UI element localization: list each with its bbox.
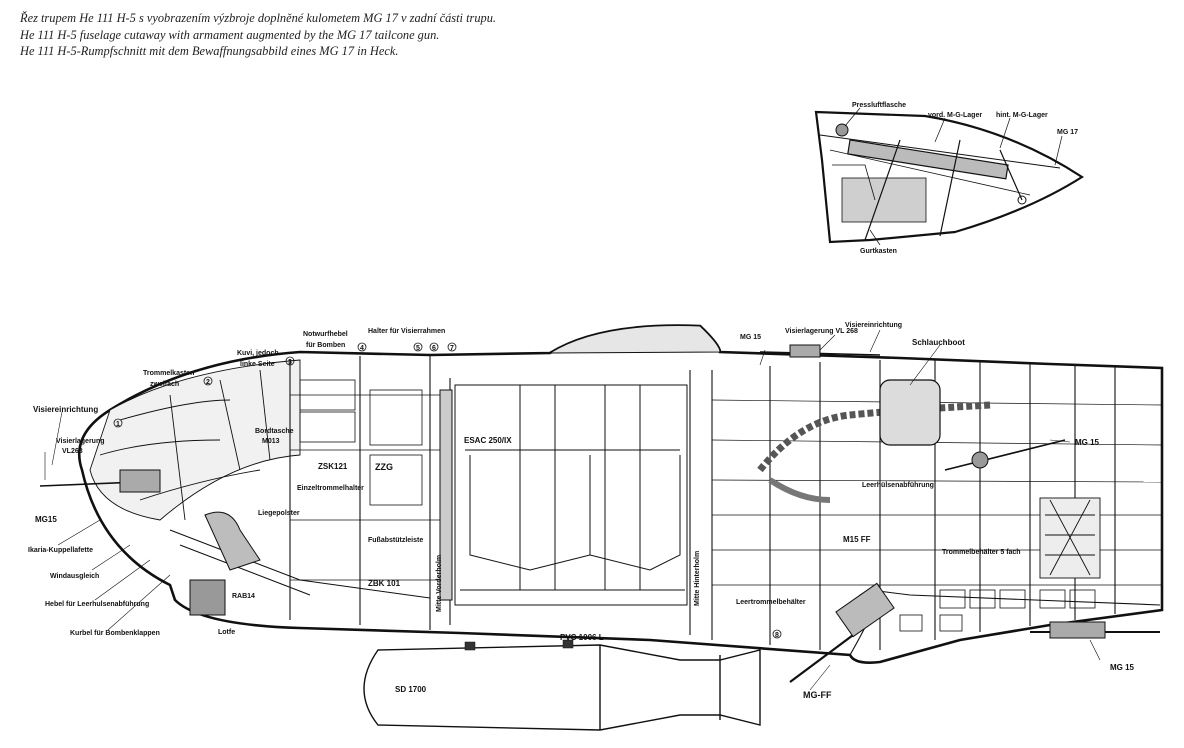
label-ikaria: Ikaria-Kuppellafette xyxy=(28,547,93,554)
label-hebel: Hebel für Leerhulsenabführung xyxy=(45,601,149,608)
label-vord-mg-lager: vord. M-G-Lager xyxy=(928,112,982,119)
fuselage-stringers xyxy=(290,394,1163,586)
label-visiereinrichtung-front: Visiereinrichtung xyxy=(33,405,98,414)
nose-mg15 xyxy=(39,469,161,493)
label-mg15-top: MG 15 xyxy=(740,334,761,341)
dorsal-mg15 xyxy=(759,344,881,358)
fuselage xyxy=(39,324,1164,731)
label-liegepolster: Liegepolster xyxy=(258,510,300,517)
callout-5: 5 xyxy=(416,345,420,352)
caption-czech: Řez trupem He 111 H-5 s vyobrazením výzb… xyxy=(20,11,497,25)
label-zsk: ZSK121 xyxy=(318,462,348,471)
callout-4: 4 xyxy=(360,345,364,352)
label-fuer-bomben: für Bomben xyxy=(306,342,345,349)
label-kuvi: Kuvi, jedoch xyxy=(237,350,279,357)
label-mgff: MG-FF xyxy=(803,690,832,700)
callout-2: 2 xyxy=(206,379,210,386)
label-hint-mg-lager: hint. M-G-Lager xyxy=(996,112,1048,119)
label-leertrommel: Leertrommelbehälter xyxy=(736,599,806,606)
label-linke-seite: linke Seite xyxy=(240,361,275,368)
label-halter-visier: Halter für Visierrahmen xyxy=(368,328,445,335)
label-bordtasche: Bordtasche xyxy=(255,428,294,435)
caption-english: He 111 H-5 fuselage cutaway with armamen… xyxy=(20,27,440,42)
trommelbehaelter-rack xyxy=(1039,497,1101,579)
label-vorderholm: Mitte Vorderholm xyxy=(436,555,443,612)
caption-block: Řez trupem He 111 H-5 s vyobrazením výzb… xyxy=(20,10,496,60)
label-rab14: RAB14 xyxy=(232,593,255,600)
inset-mg17-gun xyxy=(847,139,1009,180)
ventral-gondola xyxy=(849,589,1161,656)
pilot-seat xyxy=(204,511,261,571)
label-m15ff: M15 FF xyxy=(843,535,871,544)
label-leerhuelsen: Leerhülsenabführung xyxy=(862,482,934,489)
label-esac: ESAC 250/IX xyxy=(464,436,512,445)
ammo-feed-chain xyxy=(757,401,991,503)
sd1700-bomb xyxy=(363,639,761,731)
side-mg15 xyxy=(944,439,1066,471)
label-einzeltrommel: Einzeltrommelhalter xyxy=(297,485,364,492)
label-schlauchboot: Schlauchboot xyxy=(912,338,965,347)
label-pressluftflasche: Pressluftflasche xyxy=(852,102,906,109)
callout-6: 6 xyxy=(432,345,436,352)
label-mg17: MG 17 xyxy=(1057,129,1078,136)
tailcone-inset xyxy=(814,107,1085,246)
cabin-panels xyxy=(299,379,423,506)
label-visierlagerung-top: Visierlagerung VL 268 xyxy=(785,328,858,335)
rear-floor-panels xyxy=(899,589,1096,632)
leader-lines xyxy=(44,329,1101,691)
label-mg15-tail: MG 15 xyxy=(1110,663,1135,672)
label-trommelbehaelter: Trommelbehälter 5 fach xyxy=(942,549,1021,556)
label-zzg: ZZG xyxy=(375,462,393,472)
label-mg15-side: MG 15 xyxy=(1075,438,1100,447)
label-zbk: ZBK 101 xyxy=(368,579,401,588)
ventral-mgff xyxy=(789,582,895,683)
callout-1: 1 xyxy=(116,421,120,428)
fuselage-frames xyxy=(289,356,1116,650)
schlauchboot xyxy=(879,379,941,446)
callout-markers xyxy=(113,342,782,639)
label-mg15-nose: MG15 xyxy=(35,515,57,524)
label-notwurfhebel: Notwurfhebel xyxy=(303,331,348,338)
callout-8: 8 xyxy=(775,632,779,639)
caption-german: He 111 H-5-Rumpfschnitt mit dem Bewaffnu… xyxy=(20,44,399,58)
tail-mg15 xyxy=(1030,621,1160,639)
bomb-bay xyxy=(439,384,688,606)
label-vl268: VL268 xyxy=(62,448,83,455)
label-sd1700: SD 1700 xyxy=(395,685,427,694)
label-zweifach: zweifach xyxy=(150,381,179,388)
label-visierlagerung: Visierlagerung xyxy=(56,438,105,445)
label-kurbel: Kurbel für Bombenklappen xyxy=(70,630,160,637)
nose-bottom-gear xyxy=(169,529,431,616)
label-m013: M013 xyxy=(262,438,280,445)
label-pvc: PVC 1006 L xyxy=(560,633,604,642)
callout-7: 7 xyxy=(450,345,454,352)
label-gurtkasten: Gurtkasten xyxy=(860,248,897,255)
label-lotfe: Lotfe xyxy=(218,629,235,636)
inset-outline xyxy=(814,110,1085,244)
dorsal-fairing xyxy=(548,325,721,354)
label-hinterholm: Mitte Hinterholm xyxy=(694,551,701,606)
label-visiereinrichtung-top: Visiereinrichtung xyxy=(845,322,902,329)
callout-3: 3 xyxy=(288,359,292,366)
label-trommelkasten: Trommelkasten xyxy=(143,370,194,377)
label-fussabstuetz: Fußabstützleiste xyxy=(368,537,423,544)
label-windausgleich: Windausgleich xyxy=(50,573,99,580)
